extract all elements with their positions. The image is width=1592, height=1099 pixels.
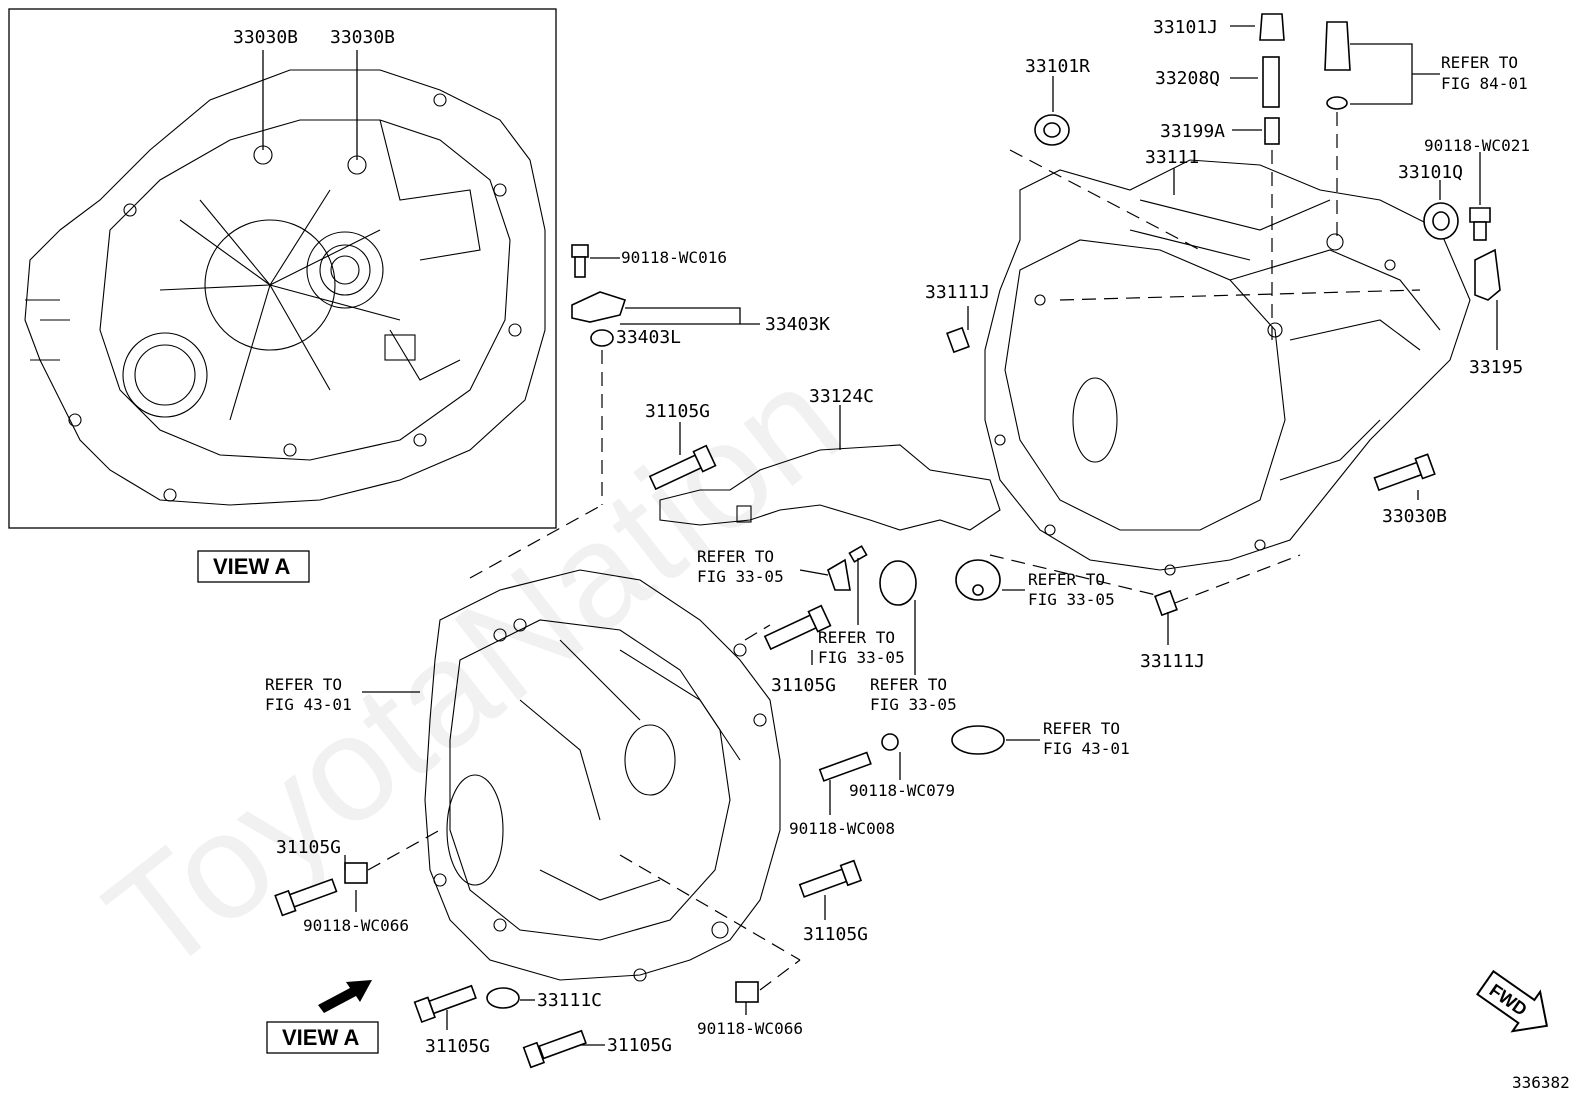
label-refer-33-05-a-l2: FIG 33-05 — [697, 567, 784, 586]
inset-label-33030b-right: 33030B — [330, 27, 395, 48]
label-90118-wc016: 90118-WC016 — [621, 248, 727, 267]
figure-number: 336382 — [1512, 1073, 1570, 1092]
label-33101r: 33101R — [1025, 56, 1090, 77]
label-33195: 33195 — [1469, 357, 1523, 378]
label-refer-43-01-left-l2: FIG 43-01 — [265, 695, 352, 714]
label-33111: 33111 — [1145, 147, 1199, 168]
watermark-text: ToyotaNation — [76, 334, 869, 1005]
label-refer-33-05-c-l1: REFER TO — [870, 675, 947, 694]
alignment-dashes — [367, 112, 1421, 991]
label-refer-43-01-right-l1: REFER TO — [1043, 719, 1120, 738]
label-33111c: 33111C — [537, 990, 602, 1011]
inset-caption-box — [197, 550, 310, 583]
label-33101j: 33101J — [1153, 17, 1218, 38]
label-refer-33-05-c-l2: FIG 33-05 — [870, 695, 957, 714]
label-refer-33-05-b-l2: FIG 33-05 — [818, 648, 905, 667]
housing-main-drawing — [424, 569, 781, 982]
view-a-indicator: VIEW A — [266, 980, 379, 1054]
label-refer-84-01-l1: REFER TO — [1441, 53, 1518, 72]
label-refer-33-05-d-l2: FIG 33-05 — [1028, 590, 1115, 609]
inset-frame — [8, 8, 557, 529]
label-31105g-bl: 31105G — [425, 1036, 490, 1057]
label-33111j-top: 33111J — [925, 282, 990, 303]
label-90118-wc079: 90118-WC079 — [849, 781, 955, 800]
label-33101q: 33101Q — [1398, 162, 1463, 183]
label-90118-wc066-left: 90118-WC066 — [303, 916, 409, 935]
label-31105g-top: 31105G — [645, 401, 710, 422]
label-33403k: 33403K — [765, 314, 830, 335]
inset-caption: VIEW A — [213, 554, 291, 579]
label-90118-wc008: 90118-WC008 — [789, 819, 895, 838]
label-90118-wc021: 90118-WC021 — [1424, 136, 1530, 155]
label-refer-33-05-a-l1: REFER TO — [697, 547, 774, 566]
label-33030b-right: 33030B — [1382, 506, 1447, 527]
small-parts — [274, 13, 1501, 1069]
bracket-33124c-drawing — [659, 444, 1001, 531]
label-refer-43-01-right-l2: FIG 43-01 — [1043, 739, 1130, 758]
label-33199a: 33199A — [1160, 121, 1225, 142]
label-31105g-right: 31105G — [803, 924, 868, 945]
label-90118-wc066-bottom: 90118-WC066 — [697, 1019, 803, 1038]
label-33124c: 33124C — [809, 386, 874, 407]
view-a-label: VIEW A — [282, 1025, 360, 1050]
housing-33111-drawing — [984, 159, 1471, 576]
part-labels: 33101J 33208Q 33199A 33101R 33111 REFER … — [265, 17, 1530, 1057]
label-33208q: 33208Q — [1155, 68, 1220, 89]
label-refer-33-05-d-l1: REFER TO — [1028, 570, 1105, 589]
fwd-arrow-icon: FWD — [1476, 969, 1549, 1033]
label-31105g-mid: 31105G — [771, 675, 836, 696]
inset-housing-drawing — [24, 69, 546, 506]
label-33403l: 33403L — [616, 327, 681, 348]
label-refer-84-01-l2: FIG 84-01 — [1441, 74, 1528, 93]
label-refer-43-01-left-l1: REFER TO — [265, 675, 342, 694]
label-31105g-left: 31105G — [276, 837, 341, 858]
inset-view-a: 33030B 33030B VIEW A — [8, 8, 557, 583]
leader-lines — [344, 25, 1498, 1046]
label-31105g-bc: 31105G — [607, 1035, 672, 1056]
view-a-arrow-icon — [318, 980, 372, 1013]
label-refer-33-05-b-l1: REFER TO — [818, 628, 895, 647]
label-33111j-bottom: 33111J — [1140, 651, 1205, 672]
inset-label-33030b-left: 33030B — [233, 27, 298, 48]
